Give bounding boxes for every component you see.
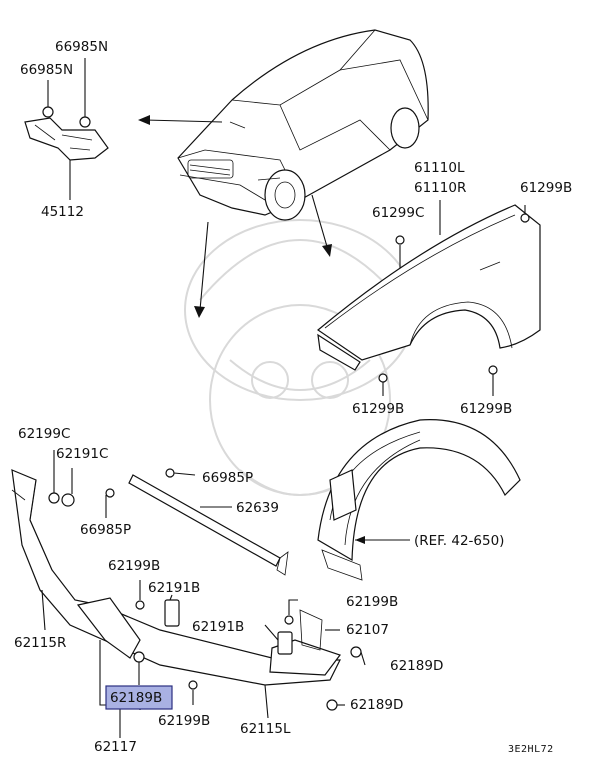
label-61299b: 61299B xyxy=(460,401,512,417)
label-62189d: 62189D xyxy=(390,658,443,674)
watermark-emblem xyxy=(184,219,416,496)
label-62191b: 62191B xyxy=(192,619,244,635)
label-61299b: 61299B xyxy=(352,401,404,417)
label-61110r: 61110R xyxy=(414,180,466,196)
wheelhouse-liner-icon xyxy=(317,419,521,581)
label-45112: 45112 xyxy=(41,204,84,220)
label-62115l: 62115L xyxy=(240,721,291,737)
label-66985p: 66985P xyxy=(80,522,131,538)
label-62107: 62107 xyxy=(346,622,389,638)
bumper-support-bar-icon xyxy=(128,468,289,576)
label-62199b: 62199B xyxy=(108,558,160,574)
label-66985p: 66985P xyxy=(202,470,253,486)
label-62189d: 62189D xyxy=(350,697,403,713)
front-bumper-icon xyxy=(11,450,366,738)
front-fender-icon xyxy=(317,200,541,396)
label-62639: 62639 xyxy=(236,500,279,516)
label-61299c: 61299C xyxy=(372,205,424,221)
label-62117: 62117 xyxy=(94,739,137,755)
label-62199b: 62199B xyxy=(158,713,210,729)
label-61299b: 61299B xyxy=(520,180,572,196)
callout-arrows xyxy=(138,115,332,318)
diagram-code: 3E2HL72 xyxy=(508,744,554,755)
car-overview-icon xyxy=(177,29,429,221)
label-61110l: 61110L xyxy=(414,160,465,176)
highlight-62189b xyxy=(105,685,173,710)
label-62199c: 62199C xyxy=(18,426,70,442)
bracket-45112-icon xyxy=(24,58,109,200)
label-62189b: 62189B xyxy=(110,690,162,706)
label-62199b: 62199B xyxy=(346,594,398,610)
label-62115r: 62115R xyxy=(14,635,66,651)
part-labels: 66985N 66985N 45112 61110L 61110R 61299B… xyxy=(14,39,572,755)
label-62191b: 62191B xyxy=(148,580,200,596)
label-ref-42-650: (REF. 42-650) xyxy=(414,533,504,549)
label-66985n: 66985N xyxy=(20,62,73,78)
label-66985n: 66985N xyxy=(55,39,108,55)
label-62191c: 62191C xyxy=(56,446,108,462)
